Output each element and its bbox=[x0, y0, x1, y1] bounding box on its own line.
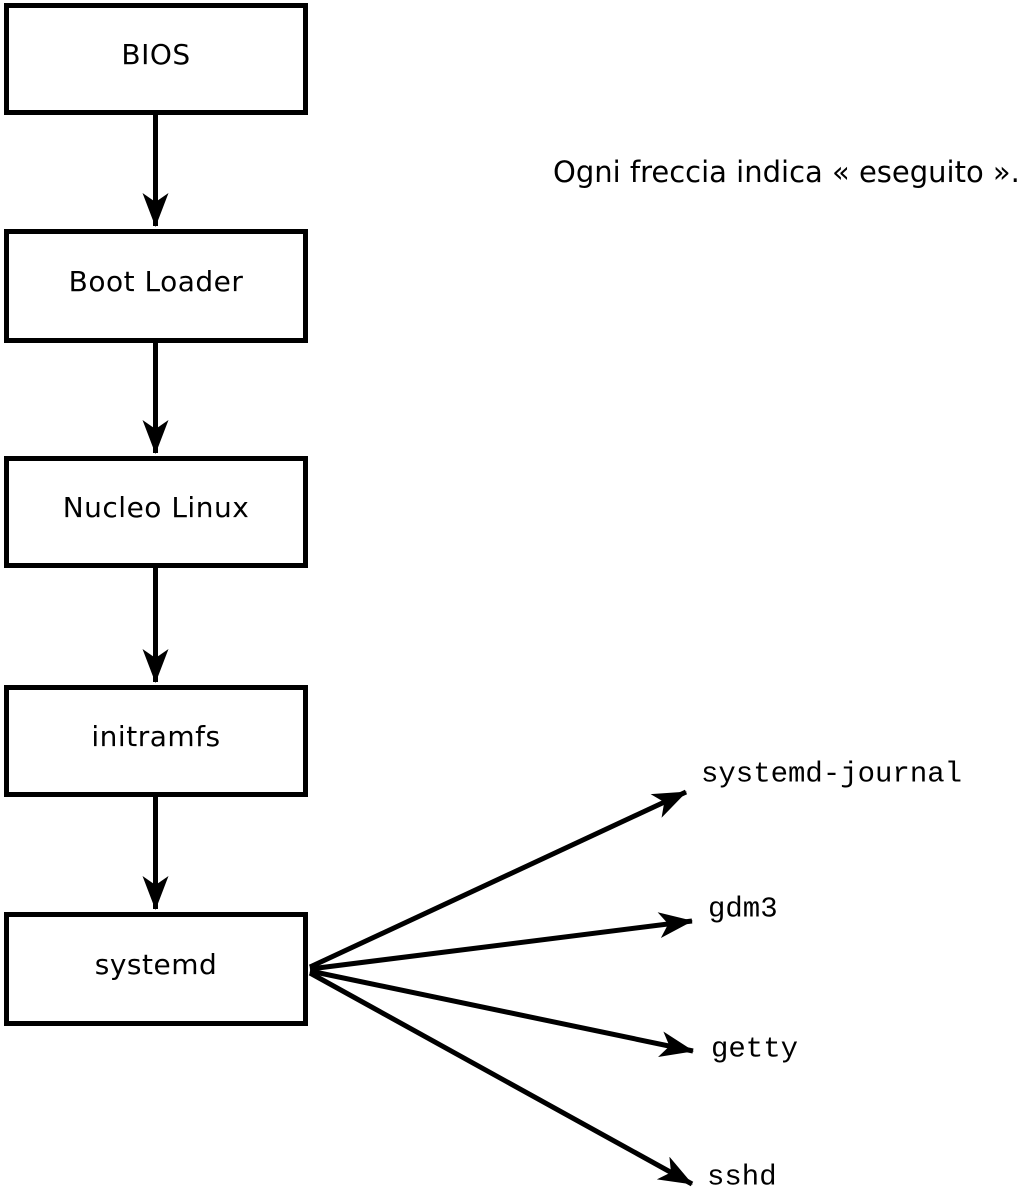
box-systemd-label: systemd bbox=[94, 947, 218, 981]
box-systemd: systemd bbox=[4, 912, 308, 1026]
box-kernel-label: Nucleo Linux bbox=[62, 490, 250, 524]
box-initramfs: initramfs bbox=[4, 685, 308, 797]
service-label-sshd: sshd bbox=[707, 1160, 777, 1193]
service-label-systemd-journal: systemd-journal bbox=[701, 757, 963, 791]
arrow-systemd-to-systemd-journal bbox=[308, 789, 688, 970]
service-label-gdm3: gdm3 bbox=[708, 892, 778, 926]
service-label-getty: getty bbox=[711, 1032, 799, 1066]
box-initramfs-label: initramfs bbox=[91, 719, 221, 753]
arrow-systemd-to-sshd bbox=[308, 970, 694, 1187]
arrow-systemd-to-getty bbox=[309, 968, 694, 1057]
box-bios: BIOS bbox=[4, 3, 308, 115]
box-boot-loader-label: Boot Loader bbox=[68, 264, 244, 298]
arrow-systemd-to-gdm3 bbox=[309, 912, 693, 972]
box-bios-label: BIOS bbox=[121, 37, 191, 71]
box-boot-loader: Boot Loader bbox=[4, 229, 308, 343]
box-kernel: Nucleo Linux bbox=[4, 456, 308, 568]
diagram-caption: Ogni freccia indica « eseguito ». bbox=[553, 155, 1020, 189]
